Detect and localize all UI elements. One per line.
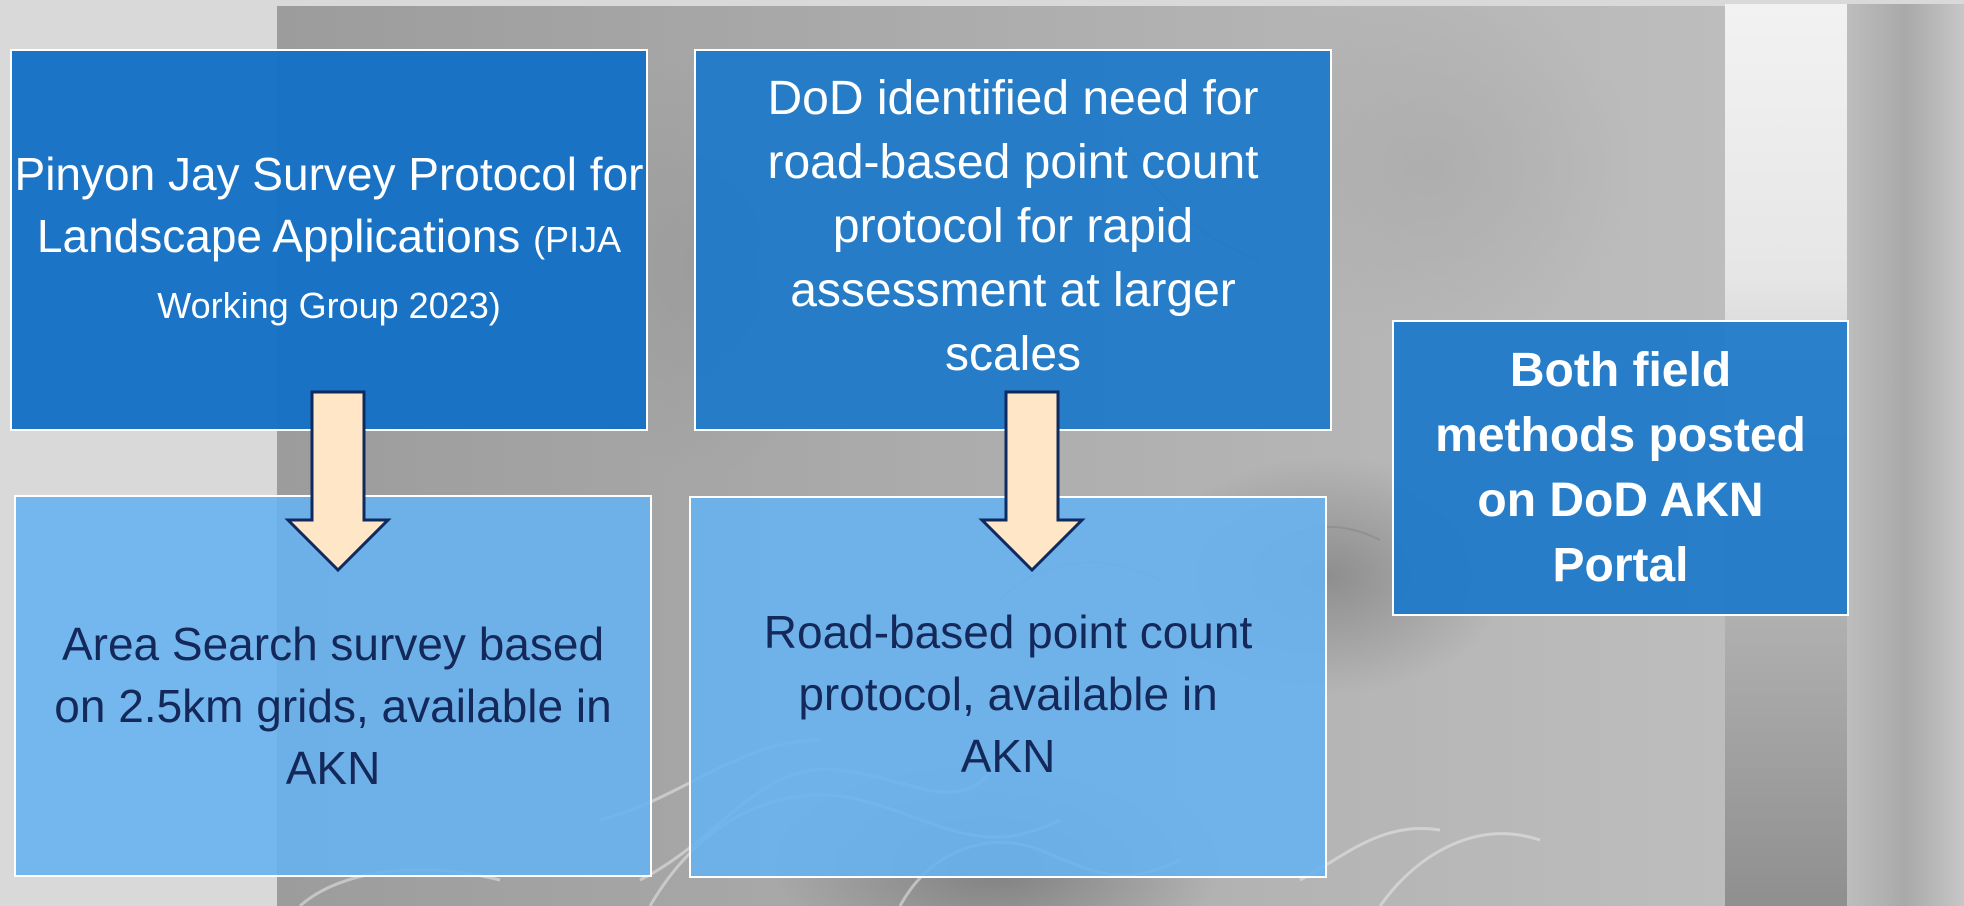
background-photo-strip-2 xyxy=(1847,4,1964,906)
box-pijay-protocol-text: Pinyon Jay Survey Protocol for Landscape… xyxy=(14,148,644,262)
down-arrow-icon xyxy=(284,390,392,573)
box-pijay-protocol-citation: (PIJA Working Group 2023) xyxy=(157,219,622,326)
box-area-search-text: Area Search survey based on 2.5km grids,… xyxy=(54,618,612,794)
box-akn-portal-text: Both field methods posted on DoD AKN Por… xyxy=(1435,344,1806,592)
box-road-based: Road-based point count protocol, availab… xyxy=(689,496,1327,878)
box-dod-need-text: DoD identified need for road-based point… xyxy=(767,72,1259,381)
box-pijay-protocol: Pinyon Jay Survey Protocol for Landscape… xyxy=(10,49,648,431)
box-road-based-text: Road-based point count protocol, availab… xyxy=(763,606,1253,782)
box-akn-portal: Both field methods posted on DoD AKN Por… xyxy=(1392,320,1849,616)
down-arrow-icon xyxy=(978,390,1086,573)
box-dod-need: DoD identified need for road-based point… xyxy=(694,49,1332,431)
